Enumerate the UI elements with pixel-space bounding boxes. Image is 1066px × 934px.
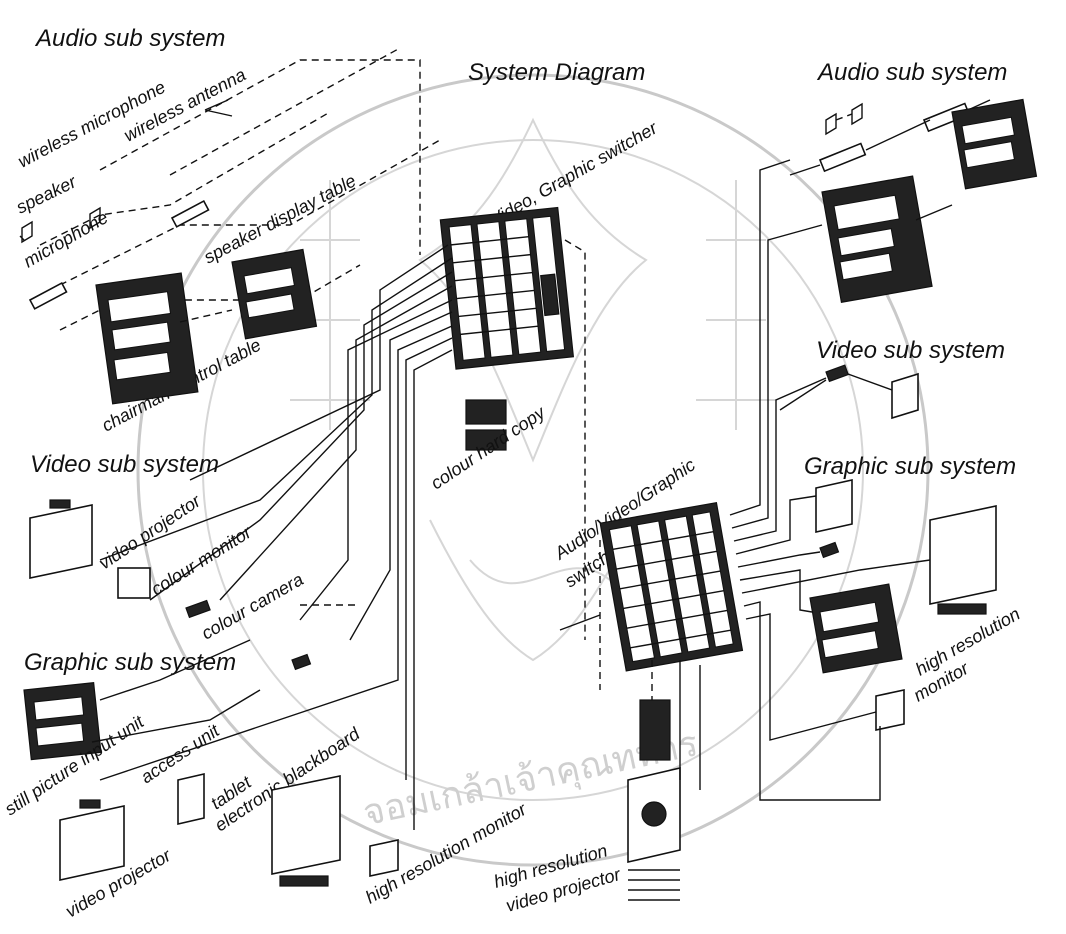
diagram-title: System Diagram: [468, 59, 645, 86]
bottom-center-device-icon: [640, 700, 670, 760]
right-graphic-input-unit-icon: [810, 584, 902, 673]
electronic-blackboard-icon: [272, 776, 340, 886]
speaker-icon: [20, 222, 32, 242]
video-projector-icon: [30, 500, 92, 578]
right-control-table-icon: [822, 176, 932, 302]
speaker-label: speaker: [13, 171, 80, 217]
right-blackboard-icon: [930, 506, 996, 614]
access-unit-icon: [292, 655, 310, 670]
switcher-top-rack: [440, 208, 573, 370]
speaker-display-table-icon: [232, 249, 316, 338]
right-video-heading: Video sub system: [816, 337, 1005, 364]
left-audio-heading: Audio sub system: [34, 25, 225, 52]
chairman-control-table-icon: [96, 273, 198, 404]
colour-monitor-icon: [118, 568, 150, 598]
right-high-resolution-monitor-icon: [876, 690, 904, 730]
microphone-icon-2: [172, 201, 208, 227]
right-speaker-icon: [826, 104, 862, 134]
video-projector-2-icon: [60, 800, 124, 880]
microphone-icon: [30, 283, 66, 309]
right-video-camera-icon: [826, 365, 848, 381]
tablet-icon: [178, 774, 204, 824]
high-resolution-monitor-left-icon: [370, 840, 398, 876]
right-audio-heading: Audio sub system: [816, 59, 1007, 86]
switcher-bottom-rack: [600, 503, 742, 671]
access-unit-label: access unit: [137, 720, 224, 787]
high-resolution-video-projector-icon: [628, 768, 680, 900]
left-graphic-heading: Graphic sub system: [24, 649, 236, 676]
right-video-monitor-icon: [892, 374, 918, 418]
right-display-table-icon: [952, 99, 1036, 188]
right-graphic-monitor-icon: [816, 480, 852, 532]
right-graphic-small-icon: [820, 543, 838, 558]
colour-camera-icon: [186, 600, 210, 617]
right-graphic-heading: Graphic sub system: [804, 453, 1016, 480]
left-video-heading: Video sub system: [30, 451, 219, 478]
colour-camera-label: colour camera: [198, 569, 307, 643]
